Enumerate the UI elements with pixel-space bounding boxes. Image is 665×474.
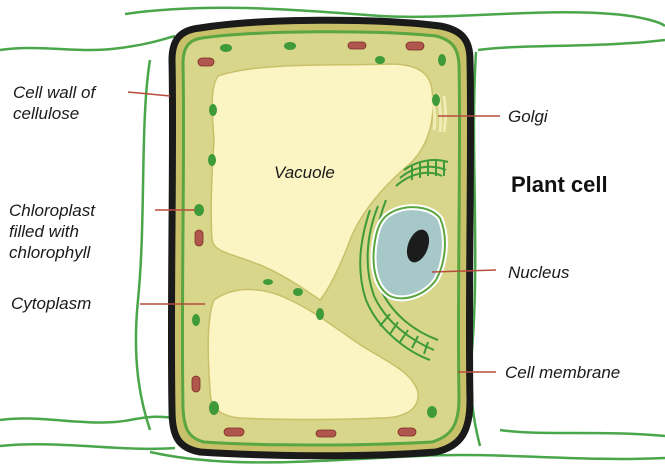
label-cell-wall: Cell wall of cellulose: [13, 82, 95, 124]
nucleus-group: [374, 207, 445, 298]
diagram-title: Plant cell: [511, 172, 608, 198]
label-golgi: Golgi: [508, 106, 548, 127]
label-cytoplasm: Cytoplasm: [11, 293, 91, 314]
label-nucleus: Nucleus: [508, 262, 569, 283]
label-chloroplast: Chloroplast filled with chlorophyll: [9, 200, 95, 263]
label-cell-membrane: Cell membrane: [505, 362, 620, 383]
pointer-cell-wall: [128, 92, 170, 96]
label-vacuole: Vacuole: [274, 162, 335, 183]
